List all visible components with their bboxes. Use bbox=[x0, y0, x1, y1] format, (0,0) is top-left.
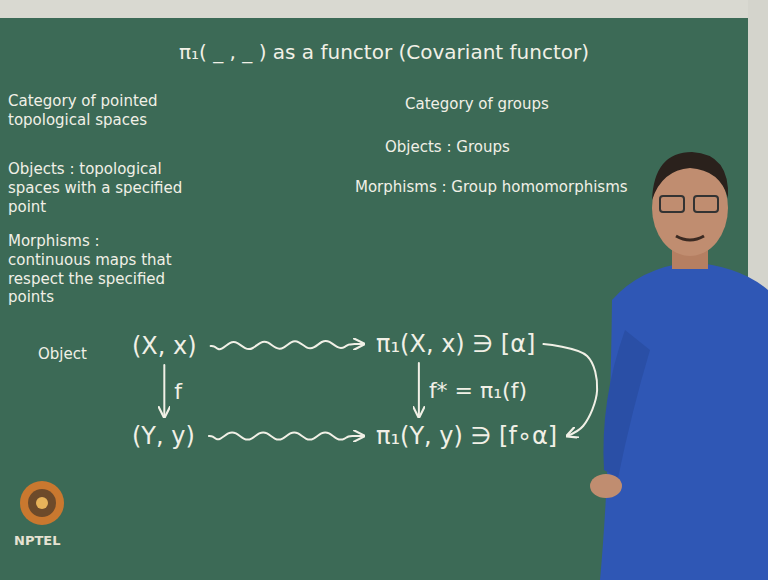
hand bbox=[590, 474, 622, 498]
category-heading: Category of pointed topological spaces bbox=[8, 92, 193, 130]
logo-center bbox=[28, 489, 56, 517]
morphism-label: f* = π₁(f) bbox=[429, 378, 527, 403]
math-expression: (X, x) bbox=[132, 332, 197, 360]
shirt bbox=[600, 262, 768, 580]
glasses bbox=[660, 196, 684, 212]
logo-core bbox=[36, 497, 48, 509]
board-frame bbox=[748, 0, 768, 290]
lecturer-figure bbox=[590, 152, 768, 580]
morphisms-note: Morphisms : Group homomorphisms bbox=[355, 178, 645, 197]
math-object: (Y, y) bbox=[128, 420, 199, 452]
morphism-arrow bbox=[418, 363, 420, 417]
hair bbox=[652, 152, 728, 200]
objects-note: Objects : topological spaces with a spec… bbox=[8, 160, 193, 216]
math-expression: (Y, y) bbox=[132, 422, 195, 450]
glasses bbox=[694, 196, 718, 212]
category-heading: Category of groups bbox=[405, 95, 645, 114]
morphism-arrow bbox=[163, 365, 165, 417]
board-frame bbox=[0, 0, 768, 18]
functor-squiggle-arrow bbox=[209, 432, 364, 439]
morphism-label: f bbox=[174, 379, 182, 404]
logo-ring bbox=[20, 481, 64, 525]
math-expression: π₁(X, x) ∋ [α] bbox=[376, 330, 535, 358]
board-title: π₁( _ , _ ) as a functor (Covariant func… bbox=[0, 40, 768, 65]
morphisms-note: Morphisms : continuous maps that respect… bbox=[8, 232, 183, 307]
objects-note: Objects : Groups bbox=[385, 138, 625, 157]
logo-text: NPTEL bbox=[14, 533, 84, 549]
math-expression: π₁(Y, y) ∋ [f∘α] bbox=[376, 422, 557, 450]
math-object: π₁(X, x) ∋ [α] bbox=[372, 328, 539, 360]
moustache bbox=[676, 236, 704, 240]
arm bbox=[603, 330, 650, 478]
math-object: (X, x) bbox=[128, 330, 201, 362]
object-tag: Object bbox=[38, 345, 118, 364]
functor-squiggle-arrow bbox=[211, 341, 364, 349]
nptel-logo bbox=[20, 481, 64, 525]
math-object: π₁(Y, y) ∋ [f∘α] bbox=[372, 420, 561, 452]
